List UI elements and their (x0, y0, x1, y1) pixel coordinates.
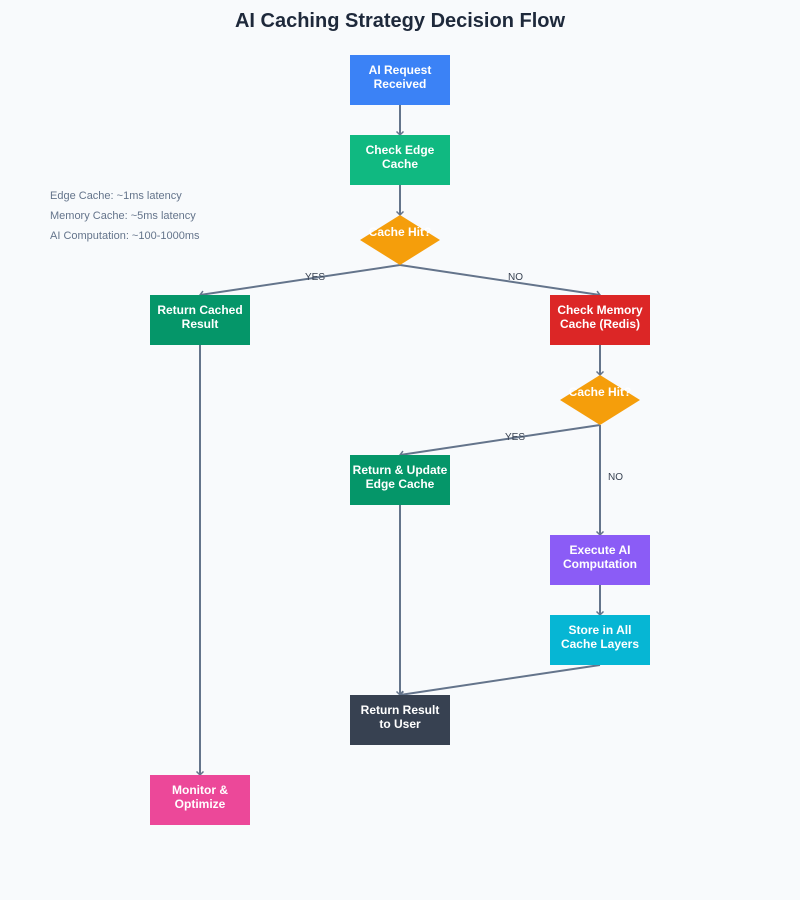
node-label: Computation (563, 557, 637, 571)
node-label: AI Request (369, 63, 432, 77)
node-label: Cache (382, 157, 418, 171)
node-label: Check Edge (366, 143, 435, 157)
label-hit2-no: NO (608, 472, 623, 483)
label-hit1-no: NO (508, 272, 523, 283)
edge-hit1-yes (200, 264, 401, 295)
node-label: Cache Hit? (569, 385, 632, 399)
label-hit1-yes: YES (305, 272, 325, 283)
node-label: Return Result (361, 703, 440, 717)
node-label: Edge Cache (366, 477, 435, 491)
node-label: Return Cached (157, 303, 242, 317)
node-shape (550, 615, 650, 665)
label-hit2-yes: YES (505, 432, 525, 443)
node-monitor: Monitor &Optimize (150, 775, 250, 825)
note-memory-latency: Memory Cache: ~5ms latency (50, 210, 196, 222)
node-label: Return & Update (353, 463, 448, 477)
node-label: Cache (Redis) (560, 317, 640, 331)
node-shape (150, 295, 250, 345)
node-hit1: Cache Hit? (360, 215, 440, 265)
note-edge-latency: Edge Cache: ~1ms latency (50, 190, 182, 202)
node-hit2: Cache Hit? (560, 375, 640, 425)
node-shape (350, 55, 450, 105)
node-label: to User (379, 717, 421, 731)
decision-shape (560, 375, 640, 425)
node-label: Received (374, 77, 427, 91)
node-label: Optimize (175, 797, 226, 811)
node-shape (350, 135, 450, 185)
node-shape (350, 695, 450, 745)
node-label: Check Memory (557, 303, 643, 317)
node-label: Cache Hit? (369, 225, 432, 239)
edge-store-to-return (400, 664, 601, 695)
node-shape (350, 455, 450, 505)
node-shape (150, 775, 250, 825)
diagram-title: AI Caching Strategy Decision Flow (234, 10, 566, 32)
node-shape (550, 535, 650, 585)
node-label: Cache Layers (561, 637, 639, 651)
node-label: Result (182, 317, 219, 331)
decision-shape (360, 215, 440, 265)
node-label: Monitor & (172, 783, 228, 797)
edge-hit1-no (399, 264, 600, 295)
node-label: Execute AI (570, 543, 631, 557)
note-ai-latency: AI Computation: ~100-1000ms (50, 230, 200, 242)
node-label: Store in All (569, 623, 632, 637)
edge-hit2-yes (400, 424, 601, 455)
node-shape (550, 295, 650, 345)
